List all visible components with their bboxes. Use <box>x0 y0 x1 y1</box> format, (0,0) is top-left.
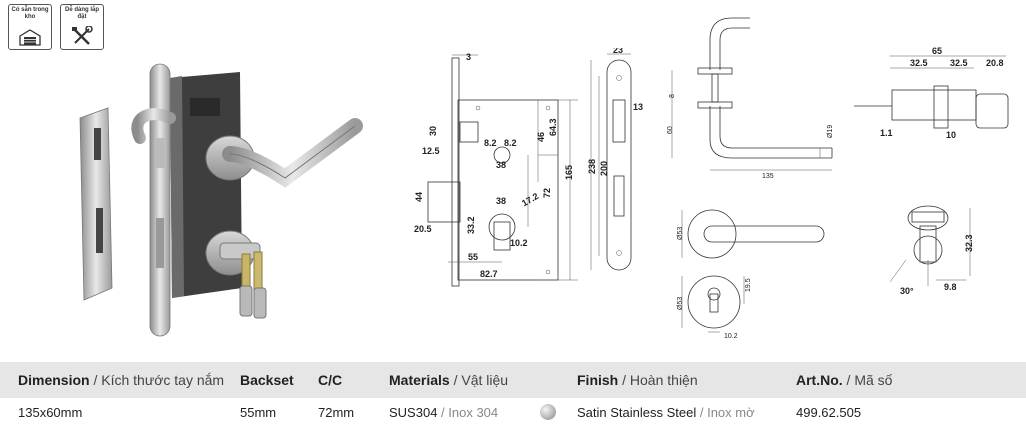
dim-label: 20.8 <box>986 58 1004 68</box>
finish-sep: / <box>696 405 708 420</box>
dim-label: 60 <box>667 126 674 134</box>
dim-label: 12.5 <box>422 146 440 156</box>
dim-label: 72 <box>542 188 552 198</box>
finish-swatch-icon <box>540 404 556 420</box>
spec-header-row: Dimension / Kích thước tay nắm Backset C… <box>0 362 1026 398</box>
product-photo <box>79 63 363 337</box>
dim-label: 38 <box>496 160 506 170</box>
dim-label: 64.3 <box>548 118 558 136</box>
header-backset: Backset <box>240 372 294 388</box>
cell-finish: Satin Stainless Steel / Inox mờ <box>577 405 755 420</box>
finish-main: Satin Stainless Steel <box>577 405 697 420</box>
dim-label: 135 <box>762 173 774 180</box>
header-main: Finish <box>577 372 619 388</box>
cell-backset: 55mm <box>240 405 277 420</box>
easy-install-badge-text: Dễ dàng lắp đặt <box>64 7 99 20</box>
spec-table: Dimension / Kích thước tay nắm Backset C… <box>0 362 1026 427</box>
header-sep: / <box>89 372 102 388</box>
dim-label: 13 <box>633 102 643 112</box>
dim-label: 165 <box>564 165 574 180</box>
in-stock-badge: Có sẵn trong kho <box>8 4 52 50</box>
dim-label: 38 <box>496 196 506 206</box>
cell-cc: 72mm <box>318 405 355 420</box>
cell-art-no: 499.62.505 <box>796 405 862 420</box>
escutcheon-drawing: Ø53 19.5 10.2 <box>677 275 752 340</box>
header-materials: Materials / Vật liệu <box>389 372 508 388</box>
dim-label: 33.2 <box>466 216 476 234</box>
dim-label: 10.2 <box>510 238 528 248</box>
dim-label: 19.5 <box>745 278 752 292</box>
dim-label: 10.2 <box>724 333 738 340</box>
dim-label: 44 <box>414 192 424 202</box>
header-main: Backset <box>240 372 294 388</box>
header-art-no: Art.No. / Mã số <box>796 372 892 388</box>
header-sub: Hoàn thiện <box>629 372 698 388</box>
header-main: C/C <box>318 372 343 388</box>
header-finish: Finish / Hoàn thiện <box>577 372 698 388</box>
header-dimension: Dimension / Kích thước tay nắm <box>18 372 224 388</box>
finish-sub: Inox mờ <box>707 405 755 420</box>
dim-label: 8 <box>669 94 676 98</box>
header-main: Art.No. <box>796 372 843 388</box>
header-cc: C/C <box>318 372 342 388</box>
dim-label: 30° <box>900 286 914 296</box>
header-main: Dimension <box>18 372 90 388</box>
material-sep: / <box>437 405 449 420</box>
header-sub: Vật liệu <box>461 372 509 388</box>
dim-label: 23 <box>613 48 623 55</box>
badge-group: Có sẵn trong kho Dễ dàng lắp đặt <box>8 4 104 50</box>
cell-dimension: 135x60mm <box>18 405 83 420</box>
dim-label: Ø53 <box>677 297 684 310</box>
cylinder-front-drawing: 32.3 9.8 30° <box>889 205 974 296</box>
table-row: 135x60mm 55mm 72mm SUS304 / Inox 304 Sat… <box>0 398 1026 427</box>
dim-label: 8.2 <box>504 138 517 148</box>
material-main: SUS304 <box>389 405 438 420</box>
handle-drawing: 8 60 Ø19 135 <box>667 17 834 180</box>
dim-label: 32.5 <box>950 58 968 68</box>
material-sub: Inox 304 <box>448 405 499 420</box>
dim-label: 10 <box>946 130 956 140</box>
tools-icon <box>72 26 93 45</box>
dim-label: 30 <box>428 126 438 136</box>
dim-label: 9.8 <box>944 282 957 292</box>
dim-label: 3 <box>466 52 471 62</box>
easy-install-badge: Dễ dàng lắp đặt <box>60 4 104 50</box>
header-sep: / <box>842 372 855 388</box>
header-sep: / <box>618 372 630 388</box>
dim-label: 200 <box>599 161 609 176</box>
cylinder-drawing: 65 32.5 32.5 20.8 1.1 10 <box>854 46 1009 140</box>
faceplate-drawing: 23 13 238 200 <box>587 48 643 271</box>
dim-label: 32.3 <box>964 234 974 252</box>
dim-label: 55 <box>468 252 478 262</box>
in-stock-badge-text: Có sẵn trong kho <box>11 7 49 20</box>
lockbody-drawing: 3 30 12.5 8.2 8.2 46 64.3 165 38 72 17.2… <box>414 52 578 287</box>
dim-label: 17.2 <box>520 191 540 208</box>
dim-label: 46 <box>536 132 546 142</box>
dim-label: 238 <box>587 159 597 174</box>
cell-material: SUS304 / Inox 304 <box>389 405 498 420</box>
dim-label: 8.2 <box>484 138 497 148</box>
dim-label: 65 <box>932 46 942 56</box>
rose-drawing: Ø53 <box>677 209 825 259</box>
dim-label: 32.5 <box>910 58 928 68</box>
dim-label: 1.1 <box>880 128 893 138</box>
warehouse-icon <box>19 29 41 46</box>
dim-label: 20.5 <box>414 224 432 234</box>
dim-label: Ø53 <box>677 227 684 240</box>
dim-label: Ø19 <box>827 125 834 138</box>
header-main: Materials <box>389 372 450 388</box>
header-sub: Mã số <box>854 372 893 388</box>
header-sub: Kích thước tay nắm <box>101 372 225 388</box>
dim-label: 82.7 <box>480 269 498 279</box>
header-sep: / <box>449 372 462 388</box>
